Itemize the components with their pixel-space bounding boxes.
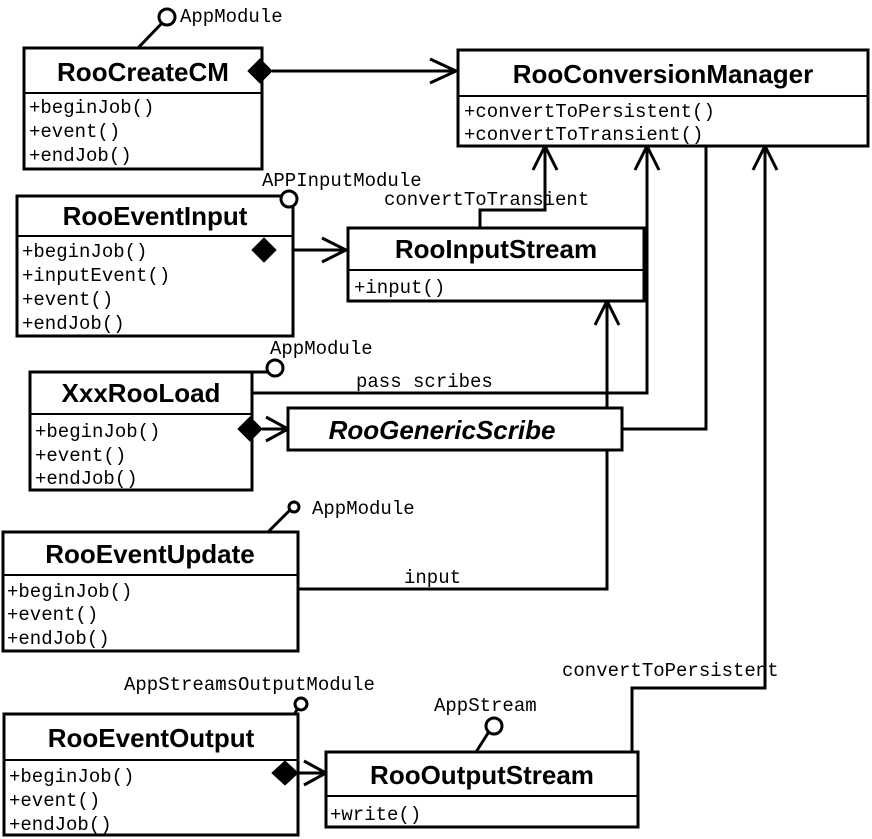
class-rooconversionmanager: RooConversionManager +convertToPersisten… [456,48,870,148]
class-rooeventupdate: RooEventUpdate +beginJob() +event() +end… [1,530,300,653]
edge-convert-to-transient [478,146,547,228]
method: +convertToPersistent() [464,101,715,123]
interface-label-eventinput: APPInputModule [262,170,422,192]
edge-pass-scribes [243,146,649,395]
lollipop-circle-eventoutput [293,696,309,712]
method: +inputEvent() [22,265,170,287]
class-rooeventoutput: RooEventOutput +beginJob() +event() +end… [2,712,300,837]
edge-label-pass-scribes: pass scribes [356,371,493,393]
class-roogenericscribe: RooGenericScribe [286,406,624,452]
method: +endJob() [22,313,125,335]
method: +event() [7,604,98,626]
arrowhead-inputstream-left [321,236,350,264]
class-roocreatecm: RooCreateCM +beginJob() +event() +endJob… [22,46,264,171]
method: +endJob() [7,628,110,650]
class-name: RooCreateCM [57,57,229,87]
lollipop-circle-createcm [157,7,177,27]
method: +event() [29,121,120,143]
method: +beginJob() [22,241,147,263]
composition-diamond-createcm [247,58,273,84]
class-name: RooEventUpdate [45,539,254,569]
method: +endJob() [29,145,132,167]
method: +beginJob() [7,581,132,603]
class-name: XxxRooLoad [62,378,221,408]
interface-label-createcm: AppModule [180,6,283,28]
composition-diamond-eventoutput [271,760,299,786]
edge-label-convert-to-transient: convertToTransient [384,189,589,211]
lollipop-circle-outputstream [484,716,504,736]
class-rooinputstream: RooInputStream +input() [346,226,646,303]
class-name: RooOutputStream [370,760,594,790]
composition-diamond-xxxrooload [237,416,263,442]
class-name: RooEventOutput [48,723,255,753]
method: +endJob() [9,814,112,836]
class-name: RooConversionManager [513,59,814,89]
edge-input [268,301,609,591]
lollipop-stem-outputstream [474,729,492,753]
interface-label-outputstream: AppStream [434,695,537,717]
class-xxxrooload: XxxRooLoad +beginJob() +event() +endJob(… [28,370,254,492]
interface-label-eventoutput: AppStreamsOutputModule [124,674,375,696]
interface-label-xxxrooload: AppModule [270,338,373,360]
method: +beginJob() [9,766,134,788]
method: +beginJob() [29,97,154,119]
method: +convertToTransient() [464,124,703,146]
lollipop-circle-eventupdate [287,500,301,514]
interface-label-eventupdate: AppModule [312,498,415,520]
method: +event() [22,289,113,311]
method: +input() [354,277,445,299]
method: +write() [330,804,421,826]
arrowhead-convmgr-left [429,57,460,85]
class-name: RooInputStream [395,234,597,264]
class-name: RooEventInput [63,201,248,231]
class-roooutputstream: RooOutputStream +write() [324,750,640,829]
composition-diamond-eventinput [251,237,277,263]
class-rooeventinput: RooEventInput +beginJob() +inputEvent() … [15,194,295,338]
edge-label-convert-to-persistent: convertToPersistent [562,660,779,682]
lollipop-circle-xxxrooload [265,358,285,378]
edge-label-input: input [404,567,461,589]
class-name: RooGenericScribe [329,415,556,445]
lollipop-stem-eventupdate [266,508,292,534]
method: +beginJob() [35,421,160,443]
lollipop-circle-eventinput [279,189,299,209]
method: +event() [9,790,100,812]
method: +endJob() [35,468,138,490]
lollipop-stem-createcm [136,20,165,50]
method: +event() [35,445,126,467]
